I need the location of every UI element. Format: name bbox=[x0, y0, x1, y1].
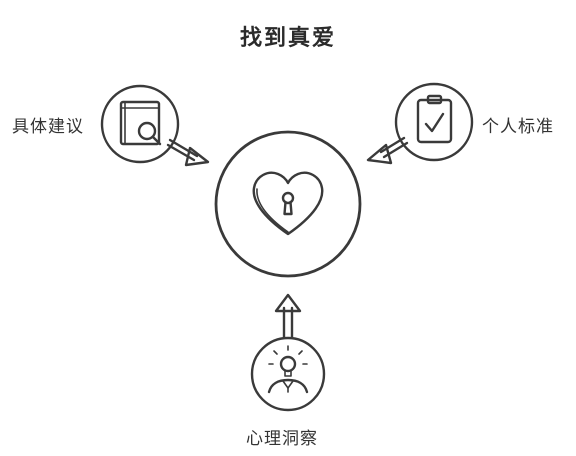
node-label-bottom: 心理洞察 bbox=[246, 429, 318, 449]
book-search-icon bbox=[119, 100, 162, 146]
heart-lock-icon bbox=[252, 171, 324, 236]
lightbulb-person-icon bbox=[267, 345, 309, 394]
center-node bbox=[214, 130, 362, 278]
bottom-node bbox=[250, 293, 326, 412]
clipboard-check-icon bbox=[416, 94, 453, 144]
diagram-title: 找到真爱 bbox=[239, 25, 336, 51]
right-arrow bbox=[366, 136, 409, 165]
node-label-left: 具体建议 bbox=[12, 117, 84, 137]
left-arrow bbox=[166, 138, 210, 167]
bottom-arrow bbox=[274, 293, 302, 340]
node-label-right: 个人标准 bbox=[482, 117, 554, 137]
left-node bbox=[100, 84, 210, 167]
right-node bbox=[366, 82, 474, 165]
